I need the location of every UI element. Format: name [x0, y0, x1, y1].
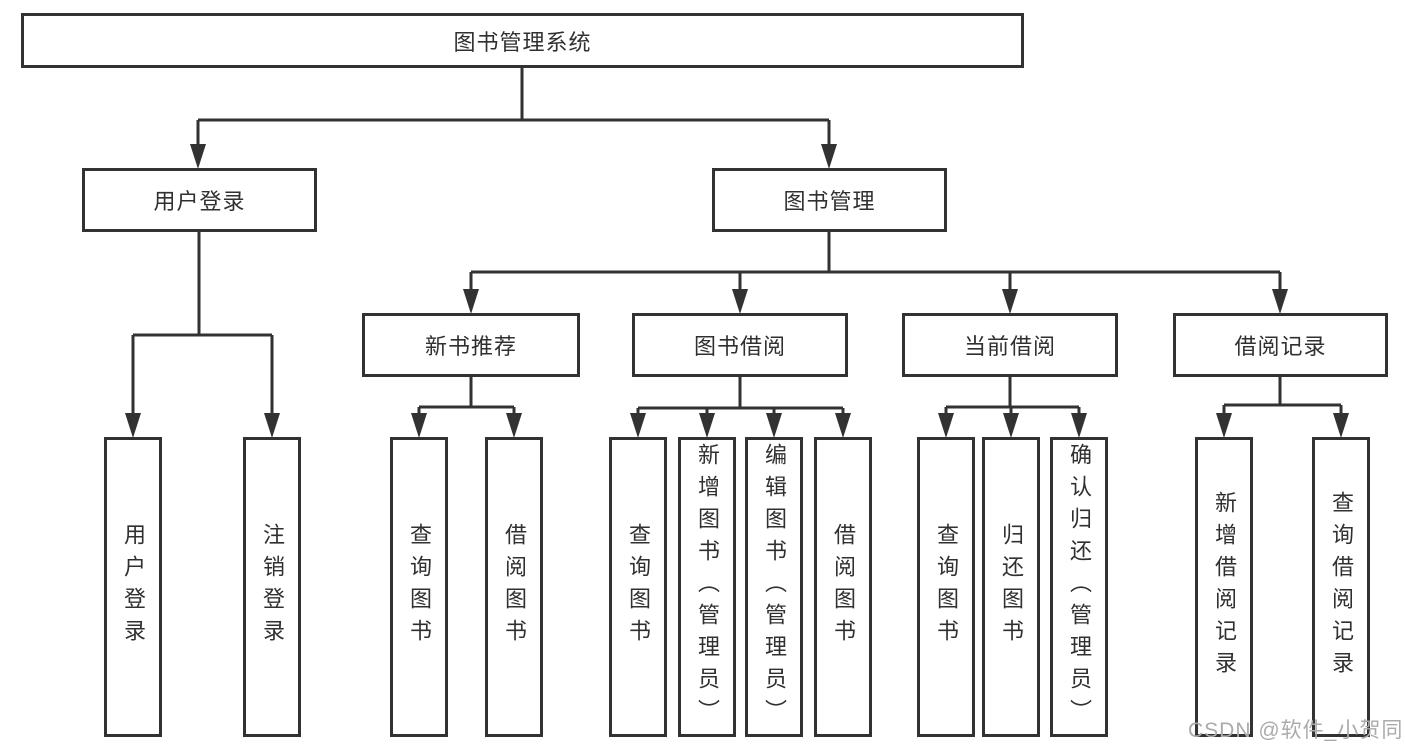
arrowhead-icon: [1272, 289, 1288, 314]
node-current-borrow: 当前借阅: [902, 313, 1118, 377]
leaf-user-login: 用户登录: [104, 437, 162, 737]
tree-edges: [131, 68, 1343, 416]
leaf-query-books-current: 查询图书: [917, 437, 975, 737]
arrowhead-icon: [1071, 413, 1087, 438]
leaf-query-borrow-record: 查询借阅记录: [1312, 437, 1370, 737]
leaf-query-books-recommend: 查询图书: [390, 437, 448, 737]
arrowhead-icon: [411, 413, 427, 438]
leaf-borrow-books: 借阅图书: [814, 437, 872, 737]
leaf-return-books: 归还图书: [982, 437, 1040, 737]
arrowhead-icon: [630, 413, 646, 438]
leaf-add-books-admin: 新增图书（管理员）: [678, 437, 736, 737]
leaf-confirm-return-admin: 确认归还（管理员）: [1050, 437, 1108, 737]
csdn-watermark: CSDN @软件_小贺同学: [1188, 719, 1404, 742]
leaf-borrow-books-recommend: 借阅图书: [485, 437, 543, 737]
arrowhead-icons: [125, 144, 1349, 438]
node-library-management-system: 图书管理系统: [21, 13, 1024, 68]
node-borrow-record: 借阅记录: [1173, 313, 1388, 377]
node-book-management: 图书管理: [712, 168, 947, 232]
arrowhead-icon: [699, 413, 715, 438]
leaf-edit-books-admin: 编辑图书（管理员）: [745, 437, 803, 737]
arrowhead-icon: [125, 413, 141, 438]
arrowhead-icon: [264, 413, 280, 438]
arrowhead-icon: [1002, 289, 1018, 314]
leaf-add-borrow-record: 新增借阅记录: [1195, 437, 1253, 737]
arrowhead-icon: [821, 144, 837, 169]
arrowhead-icon: [732, 289, 748, 314]
arrowhead-icon: [766, 413, 782, 438]
leaf-logout: 注销登录: [243, 437, 301, 737]
arrowhead-icon: [506, 413, 522, 438]
arrowhead-icon: [1003, 413, 1019, 438]
leaf-query-books-borrow: 查询图书: [609, 437, 667, 737]
arrowhead-icon: [463, 289, 479, 314]
node-user-login: 用户登录: [82, 168, 317, 232]
arrowhead-icon: [190, 144, 206, 169]
node-new-book-recommend: 新书推荐: [362, 313, 580, 377]
node-book-borrow: 图书借阅: [632, 313, 848, 377]
arrowhead-icon: [1333, 413, 1349, 438]
arrowhead-icon: [1216, 413, 1232, 438]
arrowhead-icon: [938, 413, 954, 438]
arrowhead-icon: [835, 413, 851, 438]
